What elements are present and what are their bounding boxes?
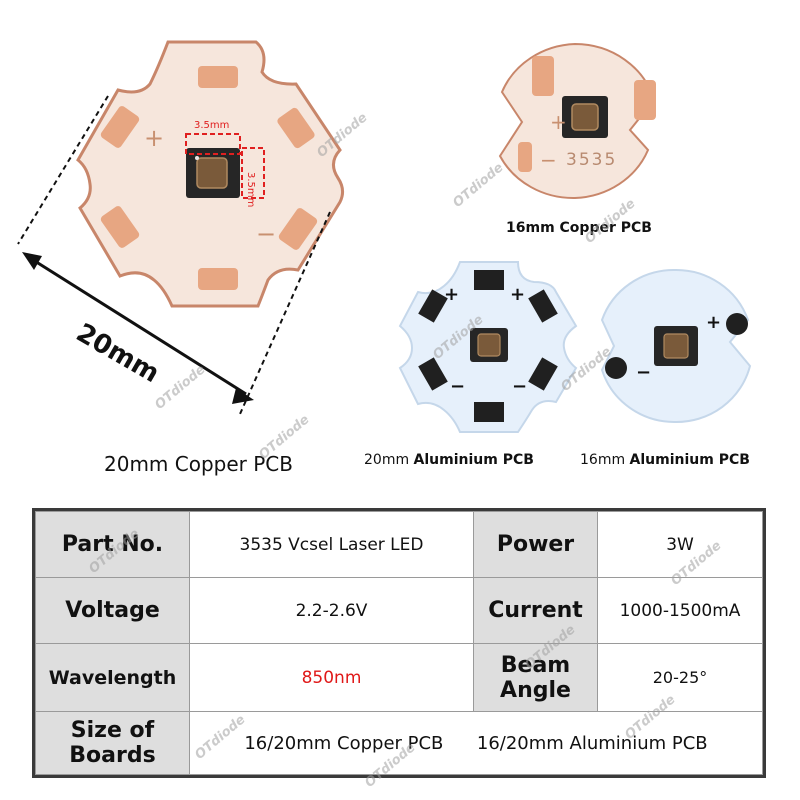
alu-20-caption: 20mm Aluminium PCB — [364, 452, 534, 468]
copper-pad — [198, 66, 238, 88]
alu-20-plus-right: + — [510, 284, 526, 305]
voltage-label: Voltage — [35, 577, 190, 644]
aluminium-pad — [474, 402, 504, 422]
aluminium-16mm-board-illustration — [600, 268, 752, 424]
copper-pad — [198, 268, 238, 290]
alu-20-minus-right: − — [512, 376, 528, 397]
laser-chip-lens — [571, 103, 599, 131]
laser-chip-lens — [663, 333, 689, 359]
laser-chip-lens — [196, 157, 228, 189]
copper-pad — [518, 142, 532, 172]
alu-20-caption-bold: Aluminium PCB — [413, 452, 534, 468]
copper-pad — [100, 206, 140, 248]
alu-16-caption: 16mm Aluminium PCB — [580, 452, 750, 468]
dimension-arrow — [29, 256, 247, 396]
dimension-box — [241, 147, 265, 199]
board-size-label-cell: Size of Boards — [35, 711, 190, 775]
copper-20mm-board-illustration — [17, 40, 345, 415]
aluminium-pad — [418, 289, 448, 323]
copper-pad — [277, 107, 315, 149]
copper-pad — [278, 208, 318, 250]
alu-16-caption-prefix: 16mm — [580, 452, 630, 468]
power-label: Power — [473, 511, 598, 578]
board-size-aluminium: 16/20mm Aluminium PCB — [476, 732, 708, 754]
board-size-copper: 16/20mm Copper PCB — [244, 732, 444, 754]
copper-16-minus-sign: − — [540, 148, 557, 172]
alu-20-plus-left: + — [444, 284, 460, 305]
copper-16-caption: 16mm Copper PCB — [506, 220, 652, 236]
wavelength-label: Wavelength — [35, 643, 190, 712]
beam-angle-label-line2: Angle — [500, 677, 571, 703]
copper-pad — [100, 106, 140, 148]
chip-width-label: 3.5mm — [194, 120, 230, 131]
aluminium-pad — [726, 313, 748, 335]
copper-16-plus-sign: + — [550, 110, 567, 134]
dimension-line — [17, 95, 109, 245]
table-row: Wavelength 850nm Beam Angle 20-25° — [35, 643, 763, 712]
aluminium-pad — [528, 289, 558, 323]
copper-16mm-board-illustration — [498, 42, 656, 200]
alu-20-minus-left: − — [450, 376, 466, 397]
table-row: Size of Boards 16/20mm Copper PCB 16/20m… — [35, 711, 763, 775]
beam-angle-label: Beam Angle — [473, 643, 598, 712]
chip-height-label: 3.5mm — [245, 172, 256, 208]
alu-16-caption-bold: Aluminium PCB — [629, 452, 750, 468]
board-size-label-line1: Size of — [70, 718, 155, 743]
aluminium-20mm-board-illustration — [398, 261, 578, 433]
alu-16-minus-sign: − — [636, 362, 652, 383]
copper-16-chip-text: 3535 — [566, 150, 618, 170]
wavelength-value: 850nm — [189, 643, 474, 712]
copper-20-minus-sign: − — [256, 220, 277, 248]
voltage-value: 2.2-2.6V — [189, 577, 474, 644]
board-size-value: 16/20mm Copper PCB 16/20mm Aluminium PCB — [189, 711, 763, 775]
dimension-line — [239, 211, 331, 415]
aluminium-pad — [418, 357, 448, 391]
part-no-label: Part No. — [35, 511, 190, 578]
power-value: 3W — [597, 511, 763, 578]
copper-20-plus-sign: + — [144, 124, 165, 152]
table-row: Part No. 3535 Vcsel Laser LED Power 3W — [35, 511, 763, 578]
beam-angle-label-line1: Beam — [500, 652, 571, 678]
aluminium-pad — [528, 357, 558, 391]
copper-20-caption: 20mm Copper PCB — [104, 452, 293, 476]
table-row: Voltage 2.2-2.6V Current 1000-1500mA — [35, 577, 763, 644]
alu-20-caption-prefix: 20mm — [364, 452, 414, 468]
laser-chip-lens — [477, 333, 501, 357]
copper-pad — [634, 80, 656, 120]
copper-pad — [532, 56, 554, 96]
beam-angle-value: 20-25° — [597, 643, 763, 712]
aluminium-pad — [474, 270, 504, 290]
part-no-value: 3535 Vcsel Laser LED — [189, 511, 474, 578]
alu-16-plus-sign: + — [706, 312, 722, 333]
aluminium-pad — [605, 357, 627, 379]
spec-table: Part No. 3535 Vcsel Laser LED Power 3W V… — [32, 508, 766, 778]
board-size-label-line2: Boards — [69, 743, 156, 768]
dimension-box — [185, 133, 241, 155]
current-label: Current — [473, 577, 598, 644]
current-value: 1000-1500mA — [597, 577, 763, 644]
